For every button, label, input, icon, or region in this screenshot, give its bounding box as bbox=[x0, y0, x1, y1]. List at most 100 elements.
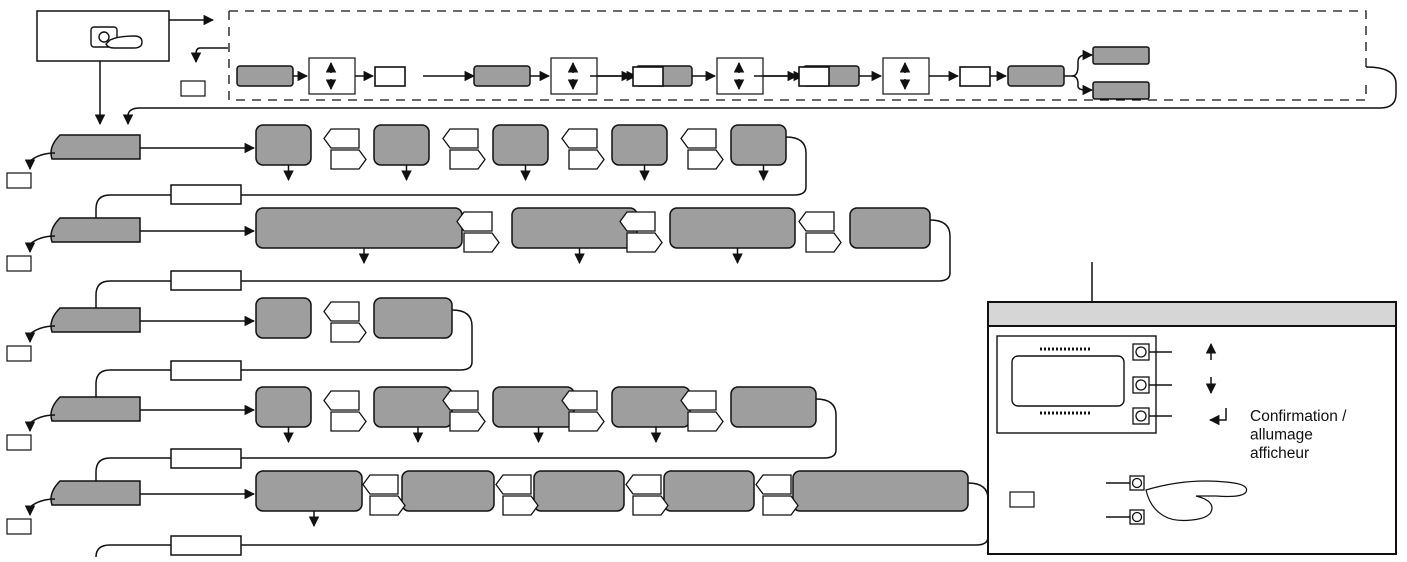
menu-3-option-4 bbox=[730, 386, 817, 428]
menu-1-label-box bbox=[50, 217, 141, 243]
menu-0-nav-3 bbox=[680, 128, 724, 170]
menu-0-ok-box bbox=[170, 184, 242, 205]
menu-4-next-line bbox=[95, 544, 171, 558]
menu-3-nav-2-minus-arrow bbox=[561, 390, 598, 411]
menu-0-escape-line bbox=[24, 152, 56, 171]
legend-button-1-dot bbox=[1135, 379, 1147, 391]
menu-0-next-line bbox=[95, 194, 171, 218]
menu-0-loop-line bbox=[240, 136, 807, 196]
menu-0-label-box bbox=[50, 134, 141, 160]
menu-1-option-3 bbox=[849, 207, 931, 249]
menu-4-pm-box bbox=[6, 518, 32, 535]
password-return-line bbox=[122, 66, 1397, 126]
menu-3-escape-line bbox=[24, 414, 56, 433]
menu-4-option-0 bbox=[255, 470, 363, 512]
menu-3-nav-3 bbox=[680, 390, 724, 432]
display-screen bbox=[1011, 355, 1125, 407]
menu-4-nav-1 bbox=[495, 474, 539, 516]
menu-3-nav-3-plus-arrow bbox=[687, 411, 724, 432]
legend-button-0-dot bbox=[1135, 346, 1147, 358]
menu-1-nav-1 bbox=[619, 211, 663, 253]
menu-3-loop-line bbox=[240, 398, 837, 459]
menu-1-option-1 bbox=[511, 207, 638, 249]
password-final bbox=[1007, 65, 1065, 87]
menu-1-nav-1-minus-arrow bbox=[619, 211, 656, 232]
menu-4-nav-1-plus-arrow bbox=[502, 495, 539, 516]
menu-0-nav-2 bbox=[561, 128, 605, 170]
menu-1-nav-2-plus-arrow bbox=[805, 232, 842, 253]
password-ok-1 bbox=[632, 66, 664, 87]
menu-0-nav-1 bbox=[442, 128, 486, 170]
menu-1-escape-line bbox=[24, 235, 56, 254]
menu-4-nav-3-plus-arrow bbox=[762, 495, 799, 516]
menu-4-nav-2-plus-arrow bbox=[632, 495, 669, 516]
menu-4-escape-line bbox=[24, 498, 56, 517]
menu-0-pm-box bbox=[6, 172, 32, 189]
menu-4-nav-3-minus-arrow bbox=[755, 474, 792, 495]
password-frame bbox=[228, 10, 1367, 101]
menu-0-option-1 bbox=[373, 124, 430, 166]
menu-3-option-2 bbox=[492, 386, 575, 428]
menu-2-pm-box bbox=[6, 345, 32, 362]
menu-0-nav-3-plus-arrow bbox=[687, 149, 724, 170]
menu-2-option-0 bbox=[255, 297, 312, 339]
legend-enter-arrow bbox=[1208, 408, 1227, 426]
password-p1p2-3 bbox=[882, 57, 930, 95]
menu-0-option-3 bbox=[611, 124, 668, 166]
menu-4-option-4 bbox=[792, 470, 969, 512]
menu-2-escape-line bbox=[24, 325, 56, 344]
menu-3-nav-1 bbox=[442, 390, 486, 432]
menu-3-ok-box bbox=[170, 448, 242, 469]
menu-4-option-2 bbox=[533, 470, 625, 512]
menu-0-option-2 bbox=[492, 124, 549, 166]
password-pm-box bbox=[180, 80, 206, 97]
menu-1-nav-1-plus-arrow bbox=[626, 232, 663, 253]
menu-3-option-0 bbox=[255, 386, 312, 428]
menu-3-nav-2-plus-arrow bbox=[568, 411, 605, 432]
menu-0-nav-2-minus-arrow bbox=[561, 128, 598, 149]
menu-0-nav-0-minus-arrow bbox=[323, 128, 360, 149]
legend-header bbox=[987, 301, 1397, 327]
menu-4-nav-0-minus-arrow bbox=[362, 474, 399, 495]
menu-0-nav-2-plus-arrow bbox=[568, 149, 605, 170]
menu-1-ok-box bbox=[170, 270, 242, 291]
password-p1p2-0 bbox=[308, 57, 356, 95]
menu-3-nav-0-minus-arrow bbox=[323, 390, 360, 411]
menu-2-nav-0-minus-arrow bbox=[323, 301, 360, 322]
menu-0-option-0 bbox=[255, 124, 312, 166]
branch-ok-line bbox=[1064, 49, 1094, 77]
menu-4-nav-0 bbox=[362, 474, 406, 516]
password-step-1 bbox=[473, 65, 531, 87]
hand-icon bbox=[1145, 480, 1248, 522]
menu-2-loop-line bbox=[240, 309, 473, 371]
menu-4-nav-3 bbox=[755, 474, 799, 516]
menu-2-next-line bbox=[95, 369, 171, 397]
legend-button-2-dot bbox=[1135, 410, 1147, 422]
menu-1-pm-box bbox=[6, 255, 32, 272]
outcome-ko-box bbox=[1092, 81, 1150, 100]
menu-4-option-1 bbox=[401, 470, 495, 512]
menu-1-nav-0-minus-arrow bbox=[456, 211, 493, 232]
menu-0-nav-1-minus-arrow bbox=[442, 128, 479, 149]
legend-pm-box bbox=[1009, 491, 1035, 508]
menu-2-nav-0-plus-arrow bbox=[330, 322, 367, 343]
menu-4-nav-2-minus-arrow bbox=[625, 474, 662, 495]
menu-2-label-box bbox=[50, 307, 141, 333]
menu-3-nav-3-minus-arrow bbox=[680, 390, 717, 411]
password-step-0 bbox=[236, 65, 294, 87]
menu-1-option-2 bbox=[669, 207, 796, 249]
menu-3-pm-box bbox=[6, 434, 32, 451]
menu-1-nav-2 bbox=[798, 211, 842, 253]
menu-1-loop-line bbox=[240, 219, 951, 282]
menu-0-nav-1-plus-arrow bbox=[449, 149, 486, 170]
menu-1-option-0 bbox=[255, 207, 463, 249]
menu-1-nav-0 bbox=[456, 211, 500, 253]
menu-2-ok-box bbox=[170, 360, 242, 381]
menu-0-nav-3-minus-arrow bbox=[680, 128, 717, 149]
password-ok-2 bbox=[798, 66, 830, 87]
remote-hand-icon bbox=[90, 26, 143, 49]
menu-3-nav-0-plus-arrow bbox=[330, 411, 367, 432]
menu-4-nav-1-minus-arrow bbox=[495, 474, 532, 495]
menu-2-option-1 bbox=[373, 297, 453, 339]
menu-3-label-box bbox=[50, 396, 141, 422]
